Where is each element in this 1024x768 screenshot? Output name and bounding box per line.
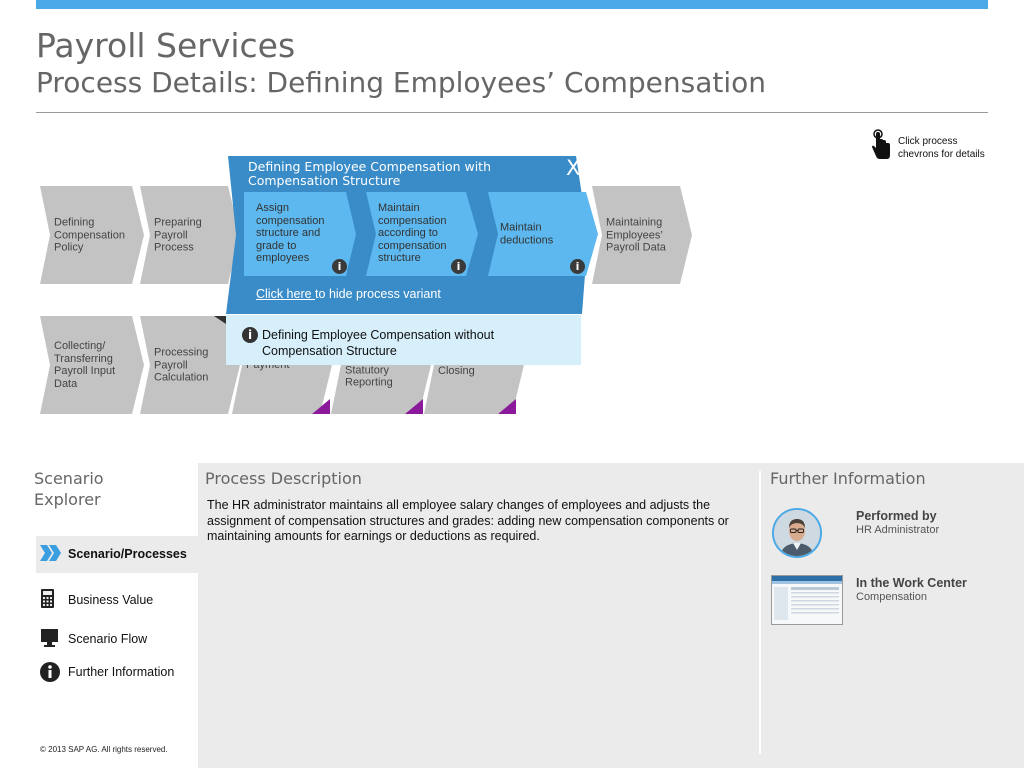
alternative-variant-label: Defining Employee Compensation without C… <box>262 328 495 358</box>
panel-divider <box>759 471 761 754</box>
chevron-defining-compensation-policy[interactable]: Defining Compensation Policy <box>40 186 144 284</box>
step-shape <box>244 192 356 276</box>
info-icon <box>40 662 60 685</box>
step-label: Assign compensation structure and grade … <box>256 202 325 264</box>
hide-variant-link[interactable]: Click here <box>256 287 316 301</box>
step-shape <box>366 192 478 276</box>
chevron-label: Statutory Reporting <box>345 364 393 389</box>
alternative-variant-button[interactable]: i Defining Employee Compensation without… <box>226 315 581 365</box>
chevron-shape <box>592 186 692 284</box>
chevron-label: Collecting/ Transferring Payroll Input D… <box>54 340 116 390</box>
info-icon: i <box>242 327 258 343</box>
avatar <box>772 508 822 558</box>
page-subtitle: Process Details: Defining Employees’ Com… <box>36 66 767 99</box>
process-description-text: The HR administrator maintains all emplo… <box>207 498 729 543</box>
step-label: Maintain compensation according to compe… <box>378 202 447 264</box>
scenario-explorer-title: Scenario Explorer <box>34 469 104 509</box>
further-information-title: Further Information <box>770 469 926 488</box>
chevron-preparing-payroll-process[interactable]: Preparing Payroll Process <box>140 186 240 284</box>
hide-variant-text: to hide process variant <box>315 287 441 301</box>
step-assign-compensation-structure[interactable]: Assign compensation structure and grade … <box>244 192 356 276</box>
copyright: © 2013 SAP AG. All rights reserved. <box>40 745 168 754</box>
step-maintain-compensation[interactable]: Maintain compensation according to compe… <box>366 192 478 276</box>
step-maintain-deductions[interactable]: Maintain deductions i <box>488 192 600 276</box>
nav-item-label: Further Information <box>68 665 175 679</box>
chevron-label: Defining Compensation Policy <box>54 216 125 254</box>
hide-variant-row: Click here to hide process variant <box>256 287 441 301</box>
nav-item-label: Business Value <box>68 593 154 607</box>
nav-active-highlight <box>36 536 198 573</box>
hand-pointer-icon <box>868 128 894 162</box>
performed-by-label: Performed by <box>856 509 937 523</box>
page-title: Payroll Services <box>36 26 296 65</box>
performed-by-value: HR Administrator <box>856 524 940 536</box>
process-variant-panel: Defining Employee Compensation with Comp… <box>226 156 598 314</box>
hint-text: Click process chevrons for details <box>898 136 985 160</box>
chevron-label: Processing Payroll Calculation <box>154 346 209 384</box>
calculator-icon <box>40 589 56 612</box>
work-center-screenshot <box>771 575 843 625</box>
chevron-shape <box>40 316 144 414</box>
chevron-maintaining-employees-payroll-data[interactable]: Maintaining Employees’ Payroll Data <box>592 186 692 284</box>
step-shape <box>488 192 598 276</box>
nav-item-label: Scenario Flow <box>68 632 148 646</box>
double-chevron-icon <box>40 545 62 564</box>
chevron-processing-payroll-calculation[interactable]: Processing Payroll Calculation <box>140 316 240 414</box>
chevron-label: Closing <box>438 364 475 377</box>
monitor-icon <box>40 629 60 652</box>
title-divider <box>36 112 988 113</box>
process-description-title: Process Description <box>205 469 362 488</box>
chevron-shape <box>140 186 240 284</box>
chevron-label: Preparing Payroll Process <box>154 216 202 254</box>
chevron-shape <box>40 186 144 284</box>
chevron-collecting-transferring-payroll-input[interactable]: Collecting/ Transferring Payroll Input D… <box>40 316 144 414</box>
chevron-shape <box>140 316 240 414</box>
work-center-label: In the Work Center <box>856 576 967 590</box>
close-variant-button[interactable]: X <box>566 156 581 180</box>
work-center-value: Compensation <box>856 591 927 603</box>
info-icon[interactable]: i <box>570 259 585 274</box>
chevron-label: Maintaining Employees’ Payroll Data <box>606 216 666 254</box>
info-icon[interactable]: i <box>451 259 466 274</box>
info-icon[interactable]: i <box>332 259 347 274</box>
variant-title: Defining Employee Compensation with Comp… <box>248 159 492 188</box>
step-label: Maintain deductions <box>500 221 554 247</box>
nav-item-label: Scenario/Processes <box>68 547 187 561</box>
top-accent-bar <box>36 0 988 9</box>
details-panel <box>198 463 1024 768</box>
